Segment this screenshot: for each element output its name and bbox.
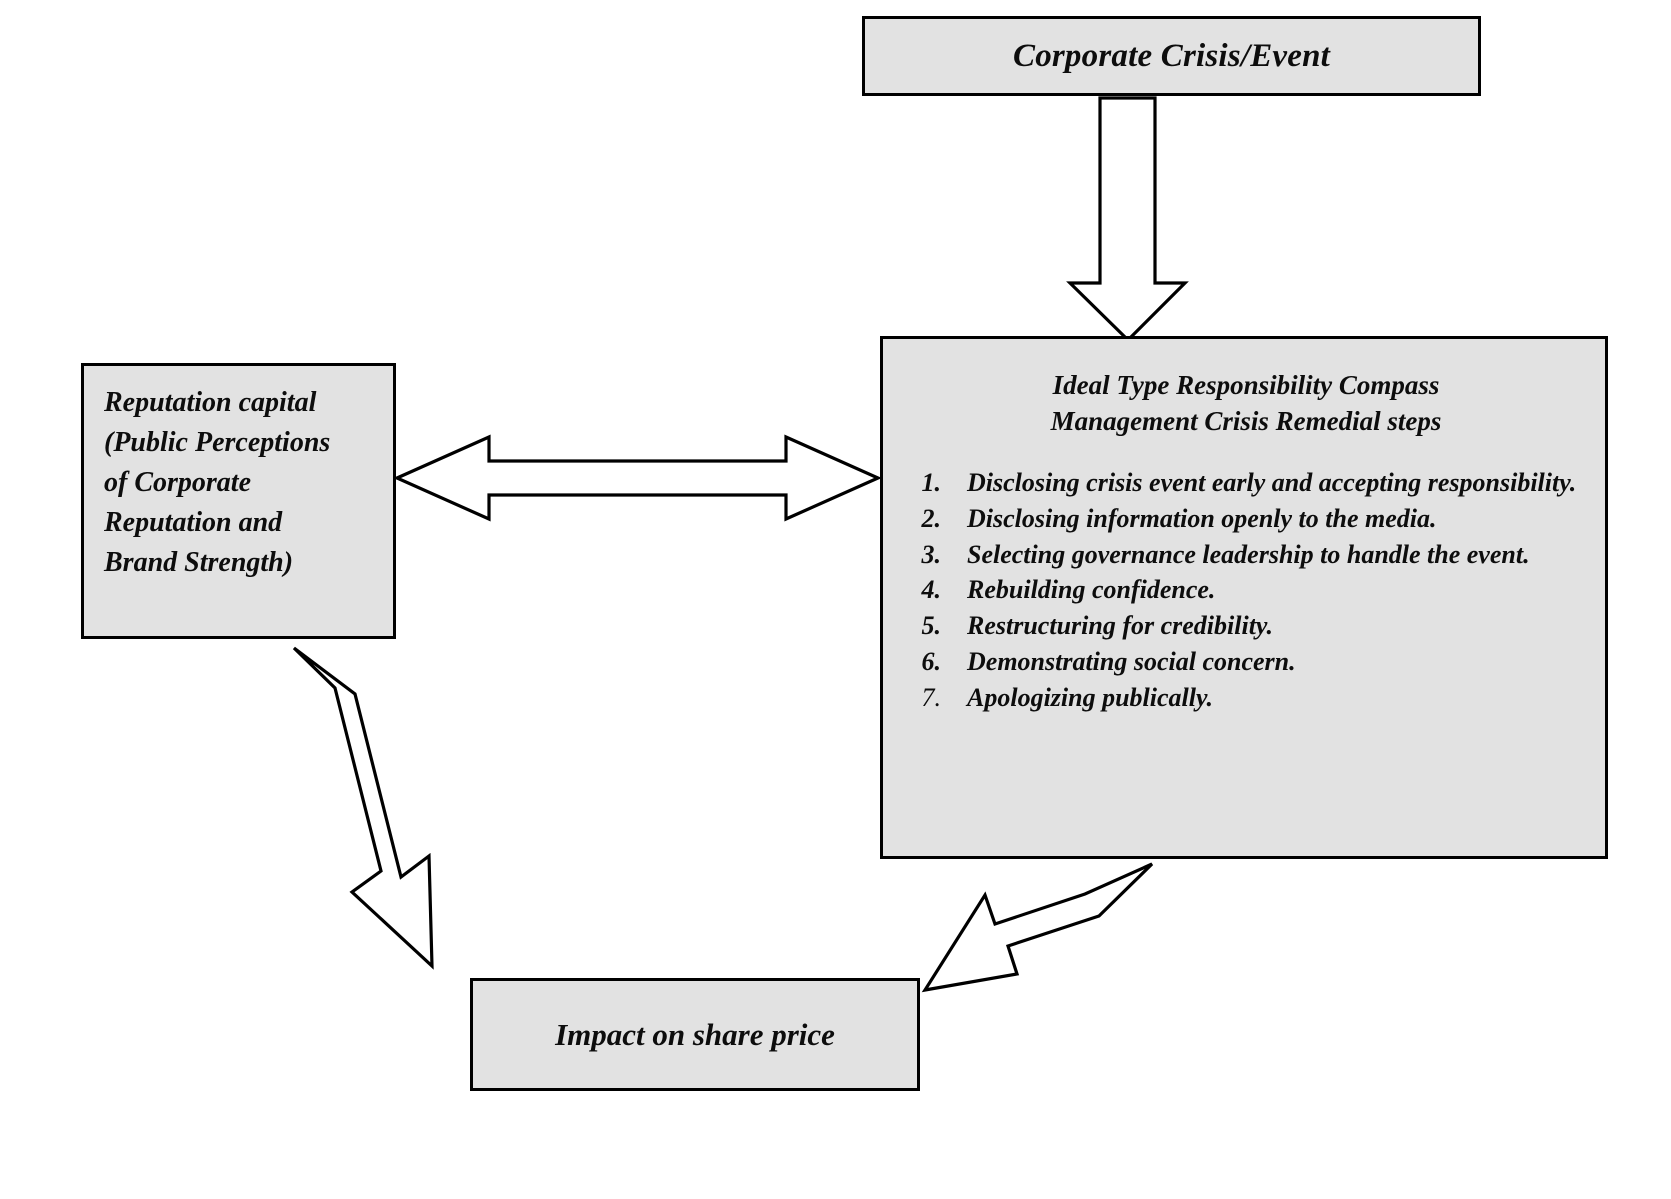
step-number: 3.: [921, 539, 942, 569]
responsibility-compass-box: Ideal Type Responsibility Compass Manage…: [880, 336, 1608, 859]
reputation-line-4: Reputation and: [104, 507, 283, 539]
step-text: Selecting governance leadership to handl…: [967, 539, 1530, 569]
step-number: 5.: [921, 611, 942, 641]
reputation-line-2: (Public Perceptions: [104, 427, 331, 459]
step-text: Rebuilding confidence.: [967, 575, 1216, 605]
step-number: 6.: [921, 647, 942, 677]
compass-heading-line-2: Management Crisis Remedial steps: [1050, 406, 1442, 437]
compass-to-impact-arrow: [921, 862, 1154, 993]
reputation-capital-box: Reputation capital (Public Perceptions o…: [81, 363, 396, 639]
compass-heading-line-1: Ideal Type Responsibility Compass: [1052, 370, 1440, 400]
compass-heading: Ideal Type Responsibility Compass Manage…: [905, 367, 1587, 440]
reputation-line-3: of Corporate: [104, 467, 251, 499]
remedial-step-item: 5. Restructuring for credibility.: [905, 609, 1587, 644]
step-number: 7.: [921, 682, 942, 712]
step-text: Demonstrating social concern.: [967, 647, 1296, 677]
corporate-crisis-box: Corporate Crisis/Event: [862, 16, 1481, 96]
crisis-to-compass-arrow: [1066, 96, 1189, 343]
corporate-crisis-label: Corporate Crisis/Event: [1012, 37, 1331, 74]
reputation-line-5: Brand Strength): [104, 547, 294, 579]
reputation-to-impact-arrow: [292, 646, 434, 970]
step-text: Restructuring for credibility.: [967, 611, 1273, 641]
remedial-step-item: 6. Demonstrating social concern.: [905, 645, 1587, 680]
reputation-compass-double-arrow: [393, 434, 882, 522]
remedial-step-item: 4. Rebuilding confidence.: [905, 573, 1587, 608]
remedial-step-item: 1. Disclosing crisis event early and acc…: [905, 466, 1587, 501]
remedial-step-item: 7. Apologizing publically.: [905, 681, 1587, 716]
remedial-step-item: 2. Disclosing information openly to the …: [905, 502, 1587, 537]
step-text: Apologizing publically.: [967, 682, 1214, 712]
step-number: 1.: [921, 467, 942, 497]
impact-label: Impact on share price: [555, 1016, 835, 1052]
step-text: Disclosing crisis event early and accept…: [967, 467, 1577, 497]
impact-on-share-price-box: Impact on share price: [470, 978, 920, 1091]
step-text: Disclosing information openly to the med…: [967, 503, 1437, 533]
step-number: 4.: [921, 575, 942, 605]
remedial-steps-list: 1. Disclosing crisis event early and acc…: [905, 466, 1587, 716]
remedial-step-item: 3. Selecting governance leadership to ha…: [905, 538, 1587, 573]
reputation-line-1: Reputation capital: [104, 387, 317, 418]
step-number: 2.: [921, 503, 942, 533]
